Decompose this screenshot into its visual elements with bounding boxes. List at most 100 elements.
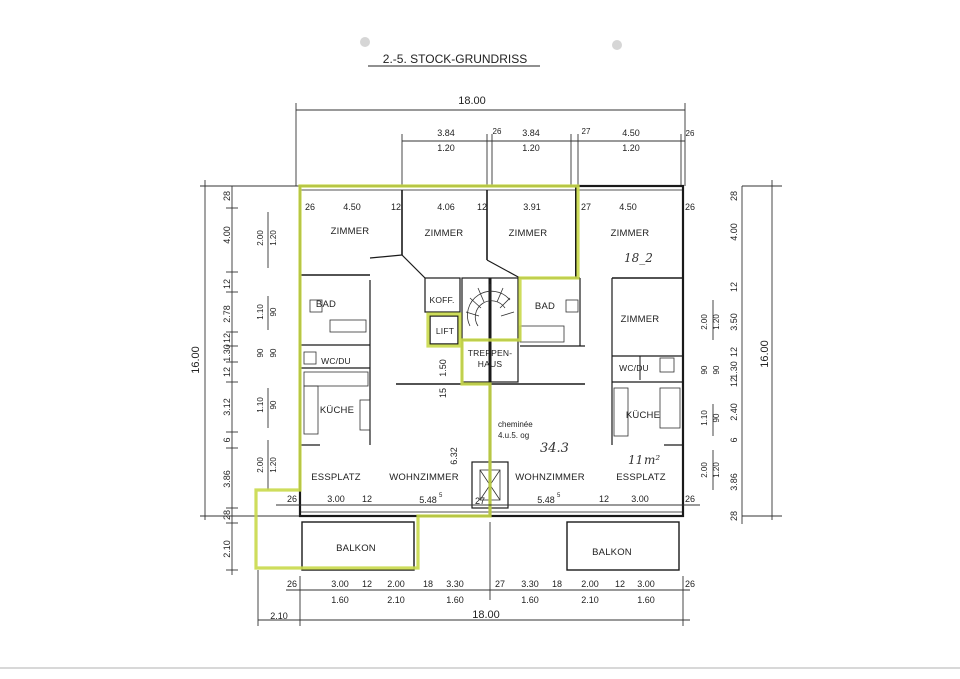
svg-text:90: 90 xyxy=(700,365,709,374)
svg-text:2.00: 2.00 xyxy=(256,230,265,246)
svg-text:12: 12 xyxy=(362,579,372,589)
dim-living-right-sup: 5 xyxy=(557,493,561,499)
svg-text:26: 26 xyxy=(685,579,695,589)
room-essplatz-left: ESSPLATZ xyxy=(311,472,360,483)
svg-text:4.50: 4.50 xyxy=(343,202,361,212)
dim-living-depth: 6.32 xyxy=(449,447,459,465)
window-width-1: 3.84 xyxy=(437,128,455,138)
dim-living-left: 5.48 xyxy=(419,495,437,505)
dim-left-4: 2.78 xyxy=(222,305,232,323)
dim-wall-left: 26 xyxy=(287,494,297,504)
svg-text:12: 12 xyxy=(615,579,625,589)
dim-left-8: 3.12 xyxy=(222,398,232,416)
dim-left-1: 28 xyxy=(222,191,232,201)
partition xyxy=(401,254,426,279)
window-width-2: 3.84 xyxy=(522,128,540,138)
svg-text:4.00: 4.00 xyxy=(729,223,739,241)
room-balkon-right: BALKON xyxy=(592,547,632,558)
svg-text:1.20: 1.20 xyxy=(269,457,278,473)
partition xyxy=(486,259,521,279)
room-essplatz-right: ESSPLATZ xyxy=(616,472,665,483)
left-inner-dims: 2.00 1.20 1.10 90 90 90 1.10 90 2.00 1.2… xyxy=(256,230,278,473)
dim-gap-left: 12 xyxy=(362,494,372,504)
room-zimmer-1: ZIMMER xyxy=(331,226,370,237)
window-height-3: 1.20 xyxy=(622,143,640,153)
room-zimmer-5: ZIMMER xyxy=(621,314,660,325)
punch-hole xyxy=(612,40,622,50)
svg-text:18: 18 xyxy=(552,579,562,589)
dim-left-7: 12 xyxy=(222,367,232,377)
wall-mark: 26 xyxy=(493,127,502,136)
balkon-right xyxy=(566,521,680,571)
punch-hole xyxy=(360,37,370,47)
dim-wall-right: 26 xyxy=(685,494,695,504)
room-balkon-left: BALKON xyxy=(336,543,376,554)
stair-spiral xyxy=(465,284,515,327)
svg-text:1.10: 1.10 xyxy=(256,397,265,413)
window-width-3: 4.50 xyxy=(622,128,640,138)
svg-text:1.10: 1.10 xyxy=(700,410,709,426)
dim-stair-depth: 1.50 xyxy=(438,359,448,377)
svg-text:1.30: 1.30 xyxy=(729,361,739,379)
svg-text:26: 26 xyxy=(305,202,315,212)
dim-left-5: 12 xyxy=(222,333,232,343)
room-wc-left: WC/DU xyxy=(321,356,351,366)
svg-text:2.10: 2.10 xyxy=(387,595,405,605)
svg-text:3.00: 3.00 xyxy=(637,579,655,589)
handwritten-area: 34.3 xyxy=(540,441,569,456)
svg-text:12: 12 xyxy=(729,347,739,357)
handwritten-note: 18_2 xyxy=(624,251,653,265)
overall-width-label: 18.00 xyxy=(458,95,486,107)
svg-text:12: 12 xyxy=(729,282,739,292)
dim-esspl-right: 3.00 xyxy=(631,494,649,504)
svg-text:1.20: 1.20 xyxy=(712,462,721,478)
svg-text:28: 28 xyxy=(729,511,739,521)
svg-text:1.60: 1.60 xyxy=(446,595,464,605)
svg-text:18: 18 xyxy=(423,579,433,589)
room-kueche-right: KÜCHE xyxy=(626,410,660,421)
lift-shaft xyxy=(429,315,459,345)
svg-text:90: 90 xyxy=(269,400,278,409)
svg-text:12: 12 xyxy=(477,202,487,212)
window-height-2: 1.20 xyxy=(522,143,540,153)
svg-text:3.00: 3.00 xyxy=(331,579,349,589)
svg-text:2.00: 2.00 xyxy=(700,314,709,330)
fixtures-left xyxy=(303,299,371,435)
dim-living-right: 5.48 xyxy=(537,495,555,505)
room-treppenhaus-2: HAUS xyxy=(478,359,503,369)
svg-text:27: 27 xyxy=(581,202,591,212)
balkon-left xyxy=(301,521,415,571)
svg-text:1.60: 1.60 xyxy=(521,595,539,605)
left-dim-ticks xyxy=(226,207,238,571)
svg-text:28: 28 xyxy=(729,191,739,201)
partition xyxy=(369,254,403,259)
room-wc-right: WC/DU xyxy=(619,363,649,373)
room-kueche-left: KÜCHE xyxy=(320,405,354,416)
right-inner-dims: 2.00 1.20 90 90 1.10 90 2.00 1.20 xyxy=(700,314,721,478)
cheminee-note-1: cheminée xyxy=(498,420,533,429)
svg-text:2.00: 2.00 xyxy=(700,462,709,478)
svg-text:6: 6 xyxy=(729,437,739,442)
dim-gap-right: 12 xyxy=(599,494,609,504)
dim-left-2: 4.00 xyxy=(222,226,232,244)
svg-text:3.30: 3.30 xyxy=(446,579,464,589)
dim-esspl-left: 3.00 xyxy=(327,494,345,504)
room-treppenhaus-1: TREPPEN- xyxy=(468,348,513,358)
svg-text:90: 90 xyxy=(712,365,721,374)
svg-text:1.20: 1.20 xyxy=(712,314,721,330)
svg-text:2.40: 2.40 xyxy=(729,403,739,421)
svg-text:12: 12 xyxy=(729,377,739,387)
dim-left-6: 1.30 xyxy=(222,344,232,362)
handwritten-unit-prefix: 11 xyxy=(628,453,643,467)
plan-title: 2.-5. STOCK-GRUNDRISS xyxy=(383,52,527,66)
room-wohnzimmer-right: WOHNZIMMER xyxy=(515,472,585,483)
room-zimmer-4: ZIMMER xyxy=(611,228,650,239)
koff-room xyxy=(424,277,461,313)
bottom-dims-row2: 1.60 2.10 1.60 1.60 2.10 1.60 xyxy=(331,595,655,605)
dim-left-3: 12 xyxy=(222,279,232,289)
room-koff: KOFF. xyxy=(429,295,454,305)
bottom-left-small: 2.10 xyxy=(270,611,288,621)
svg-text:3.91: 3.91 xyxy=(523,202,541,212)
svg-text:26: 26 xyxy=(287,579,297,589)
